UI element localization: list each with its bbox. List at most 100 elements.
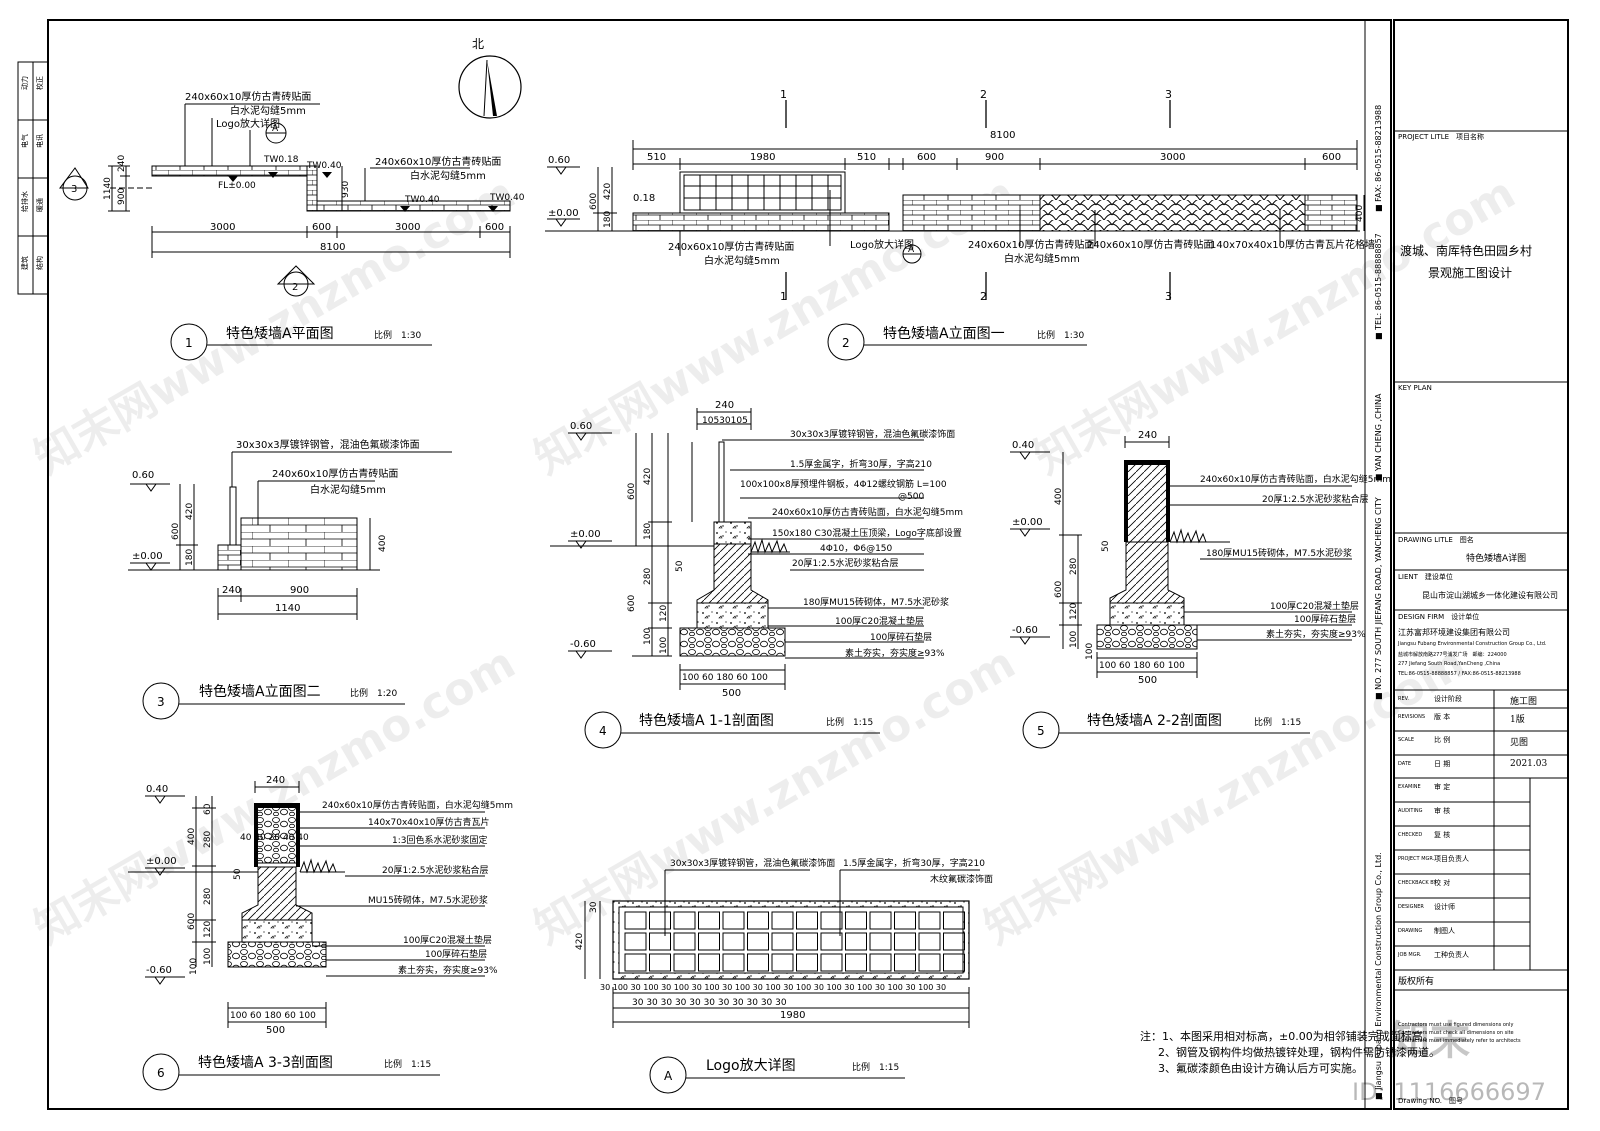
section-label: 100厚C20混凝土垫层	[835, 615, 924, 627]
row-key: REV.	[1398, 696, 1409, 702]
logo-grid-cell	[771, 932, 794, 951]
drawing-number-label: Drawing NO. 图号	[1398, 1097, 1464, 1105]
section-label: MU15砖砌体，M7.5水泥砂浆	[368, 894, 488, 906]
section-dim: 180	[643, 523, 653, 540]
view-scale: 比例 1:30	[374, 329, 421, 341]
plan-level: FL±0.00	[218, 181, 256, 191]
drawing-label: DRAWING LITLE 图名	[1398, 536, 1474, 544]
logo-grid-cell	[869, 953, 892, 972]
north-arrow-icon	[458, 55, 522, 119]
logo-grid-cell	[894, 911, 916, 930]
row-label: 项目负责人	[1434, 855, 1469, 863]
section-dim: 400	[187, 828, 197, 845]
section-label: 20厚1:2.5水泥砂浆粘合层	[1262, 493, 1369, 505]
elevation-level: ±0.00	[132, 551, 163, 562]
logo-grid-cell	[771, 953, 794, 972]
section-label: 240x60x10厚仿古青砖贴面，白水泥勾缝5mm	[1200, 473, 1391, 485]
plan-dim: 600	[312, 222, 331, 233]
section-label: 100x100x8厚预埋件钢板，4Φ12螺纹钢筋 L=100	[740, 478, 947, 490]
logo-grid-cell	[649, 953, 671, 972]
elevation-dim: 180	[603, 211, 613, 228]
elevation-dim: 900	[985, 152, 1004, 163]
row-key: DESIGNER	[1398, 904, 1424, 910]
elevation-label: 白水泥勾缝5mm	[704, 254, 780, 267]
elevation-dim: 3000	[1160, 152, 1185, 163]
row-value: 施工图	[1510, 697, 1538, 707]
section-label: 140x70x40x10厚仿古青瓦片	[368, 816, 490, 828]
section-level: 0.60	[570, 421, 592, 432]
section-dim: 240	[715, 400, 734, 411]
row-label: 日 期	[1434, 760, 1451, 768]
client-name: 昆山市淀山湖城乡一体化建设有限公司	[1422, 591, 1558, 600]
logo-grid-cell	[673, 911, 696, 930]
plan-label: Logo放大详图	[216, 117, 280, 130]
logo-grid-cell	[722, 932, 745, 951]
brand-watermark: 知末	[1390, 1018, 1470, 1064]
section-cut-label: 1	[780, 88, 787, 101]
logo-label: 木纹氟碳漆饰面	[930, 873, 993, 885]
plan-level: TW0.40	[489, 193, 525, 203]
section-label: 240x60x10厚仿古青砖贴面，白水泥勾缝5mm	[322, 799, 513, 811]
left-strip-label: 动力	[20, 76, 29, 90]
section-label: 150x180 C30混凝土压顶梁，Logo字底部设置	[772, 527, 962, 539]
logo-grid-cell	[698, 953, 720, 972]
plan-label: 240x60x10厚仿古青砖贴面	[375, 155, 501, 168]
logo-grid-cell	[820, 911, 843, 930]
section-dim: 500	[722, 688, 741, 699]
logo-grid-cell	[845, 953, 867, 972]
company-strip: ■ NO. 277 SOUTH JIEFANG ROAD, YANCHENG C…	[1374, 393, 1383, 700]
copyright-note: Contractors must use figured dimensions …	[1398, 1022, 1514, 1028]
plan-dim: 3000	[395, 222, 420, 233]
firm-label: DESIGN FIRM 设计单位	[1398, 613, 1480, 621]
section-dim: 600	[627, 483, 637, 500]
elevation-label: 140x70x40x10厚仿古青瓦片花格墙	[1210, 238, 1375, 251]
plan-level: TW0.40	[306, 161, 342, 171]
logo-dim: 30	[589, 901, 599, 913]
row-key: DATE	[1398, 761, 1412, 767]
plan-level: TW0.40	[404, 195, 440, 205]
section-dim: 500	[1138, 675, 1157, 686]
view-number: 3	[157, 695, 165, 709]
row-value: 见图	[1510, 738, 1529, 748]
left-strip-label: 电气	[20, 134, 29, 148]
section-dim: 50	[675, 560, 685, 572]
elevation-dim: 400	[378, 535, 388, 552]
logo-grid-cell	[796, 953, 818, 972]
logo-grid-cell	[722, 953, 745, 972]
plan-label: 240x60x10厚仿古青砖贴面	[185, 90, 311, 103]
view-number: 4	[599, 724, 607, 738]
section-cut-label: 3	[1165, 290, 1172, 303]
elevation-level: 0.60	[132, 470, 154, 481]
row-label: 审 定	[1434, 783, 1451, 791]
section-label: 240x60x10厚仿古青砖贴面，白水泥勾缝5mm	[772, 506, 963, 518]
row-key: EXAMINE	[1398, 784, 1421, 790]
note-line: 3、氟碳漆颜色由设计方确认后方可实施。	[1158, 1061, 1363, 1075]
section-level: ±0.00	[1012, 517, 1043, 528]
view-title: 特色矮墙A立面图二	[199, 683, 321, 700]
row-label: 审 核	[1434, 807, 1451, 815]
row-key: PROJECT MGR.	[1398, 856, 1435, 862]
logo-grid-cell	[943, 932, 965, 951]
elevation-dim: 600	[917, 152, 936, 163]
view-number: A	[664, 1069, 673, 1083]
row-key: DRAWING	[1398, 928, 1423, 934]
view-number: 5	[1037, 724, 1045, 738]
left-strip-label: 暖通	[35, 198, 44, 212]
logo-grid	[624, 911, 965, 972]
section-level: ±0.00	[146, 856, 177, 867]
elevation-label: 240x60x10厚仿古青砖贴面	[968, 238, 1094, 251]
view-scale: 比例 1:15	[826, 716, 873, 728]
copyright-label: 版权所有	[1398, 977, 1435, 987]
section-label: 30x30x3厚镀锌钢管，混油色氟碳漆饰面	[790, 428, 955, 440]
company-strip: ■ Jiangsu Fubang Environmental Construct…	[1374, 852, 1383, 1100]
elevation-dim: 420	[603, 183, 613, 200]
section-level: -0.60	[1012, 625, 1038, 636]
note-line: 2、钢管及钢构件均做热镀锌处理，钢构件需防锈漆两道。	[1158, 1045, 1440, 1059]
firm-address: 盐城市解放南路277号浦发广场 邮编：224000	[1398, 652, 1507, 658]
section-label: 1:3回色系水泥砂浆固定	[392, 834, 488, 846]
elevation-label: 白水泥勾缝5mm	[310, 483, 386, 496]
section-dim: 100 60 180 60 100	[1099, 661, 1185, 671]
plan-level: TW0.18	[263, 155, 299, 165]
logo-grid-cell	[943, 911, 965, 930]
